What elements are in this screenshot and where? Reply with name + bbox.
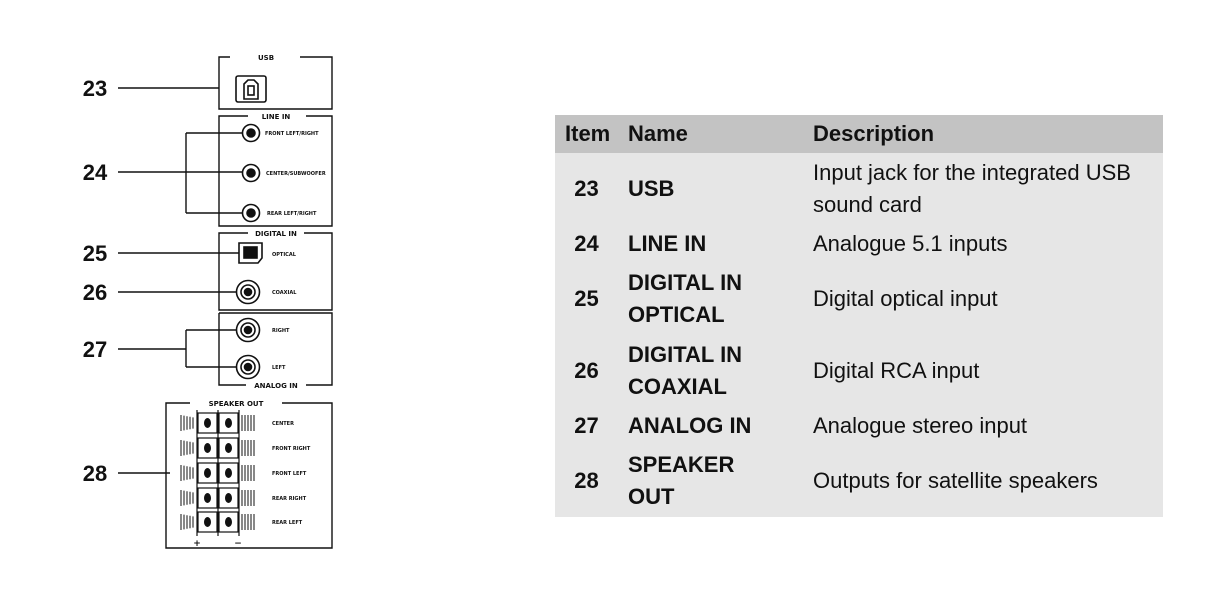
optical-port-icon [238,242,263,264]
optical-label: OPTICAL [272,252,297,258]
speaker-terminal-row [180,412,255,434]
speaker-terminal-row [180,462,255,484]
line-in-rear-jack-icon [241,203,261,223]
line-in-label-1: FRONT LEFT/RIGHT [265,131,319,137]
row-name: USB [628,176,675,201]
coaxial-jack-icon [235,279,261,305]
table-row: 24 LINE IN Analogue 5.1 inputs [555,225,1163,263]
table-row: 26 DIGITAL IN COAXIAL Digital RCA input [555,335,1163,407]
leader-24 [118,132,242,214]
line-in-label-3: REAR LEFT/RIGHT [267,211,317,217]
usb-port-icon [235,75,267,103]
speaker-label-4: REAR RIGHT [272,496,307,502]
row-description: Analogue 5.1 inputs [813,231,1008,256]
line-in-label-2: CENTER/SUBWOOFER [266,171,326,177]
row-item: 27 [574,413,599,438]
speaker-terminal-row [180,487,255,509]
speaker-terminals [180,410,255,536]
row-description: Analogue stereo input [813,413,1028,438]
row-description: Digital RCA input [813,358,980,383]
row-name: SPEAKER OUT [628,452,735,509]
table-row: 25 DIGITAL IN OPTICAL Digital optical in… [555,263,1163,335]
line-in-center-jack-icon [241,163,261,183]
row-name: DIGITAL IN COAXIAL [628,342,743,399]
table-row: 27 ANALOG IN Analogue stereo input [555,407,1163,445]
leader-27 [118,329,236,368]
callout-25: 25 [83,241,107,266]
analog-left-jack-icon [235,354,261,380]
line-in-front-jack-icon [241,123,261,143]
usb-section-label: USB [258,54,274,62]
coaxial-label: COAXIAL [272,290,297,296]
minus-sign: − [234,539,242,549]
row-description: Outputs for satellite speakers [813,468,1098,493]
row-name: DIGITAL IN OPTICAL [628,270,743,327]
callout-28: 28 [83,461,107,486]
header-description: Description [793,115,1163,153]
analog-right-label: RIGHT [272,328,290,334]
speaker-out-section-label: SPEAKER OUT [209,400,264,408]
analog-in-section-label: ANALOG IN [254,382,298,390]
callout-23: 23 [83,76,107,101]
row-name: LINE IN [628,231,707,256]
analog-right-jack-icon [235,317,261,343]
row-description: Input jack for the integrated USB sound … [813,160,1131,217]
table-header-row: Item Name Description [555,115,1163,153]
speaker-label-1: CENTER [272,421,294,427]
speaker-label-5: REAR LEFT [272,520,303,526]
table-row: 23 USB Input jack for the integrated USB… [555,153,1163,225]
table-row: 28 SPEAKER OUT Outputs for satellite spe… [555,445,1163,517]
row-item: 23 [574,176,599,201]
row-item: 26 [574,358,599,383]
header-name: Name [618,115,793,153]
row-item: 25 [574,286,599,311]
speaker-terminal-row [180,437,255,459]
speaker-label-3: FRONT LEFT [272,471,307,477]
analog-left-label: LEFT [272,365,286,371]
digital-in-section-label: DIGITAL IN [255,230,297,238]
row-name: ANALOG IN [628,413,752,438]
header-item: Item [555,115,618,153]
callout-27: 27 [83,337,107,362]
row-item: 24 [574,231,599,256]
speaker-terminal-row [180,511,255,533]
rear-panel-diagram: USB LINE IN DIGITAL IN ANALOG IN SPEAKER… [83,54,333,549]
speaker-label-2: FRONT RIGHT [272,446,311,452]
callout-24: 24 [83,160,108,185]
plus-sign: + [193,539,201,549]
callout-26: 26 [83,280,107,305]
row-item: 28 [574,468,599,493]
row-description: Digital optical input [813,286,998,311]
line-in-section-label: LINE IN [262,113,291,121]
connector-legend-table: Item Name Description 23 USB Input jack … [555,115,1163,517]
